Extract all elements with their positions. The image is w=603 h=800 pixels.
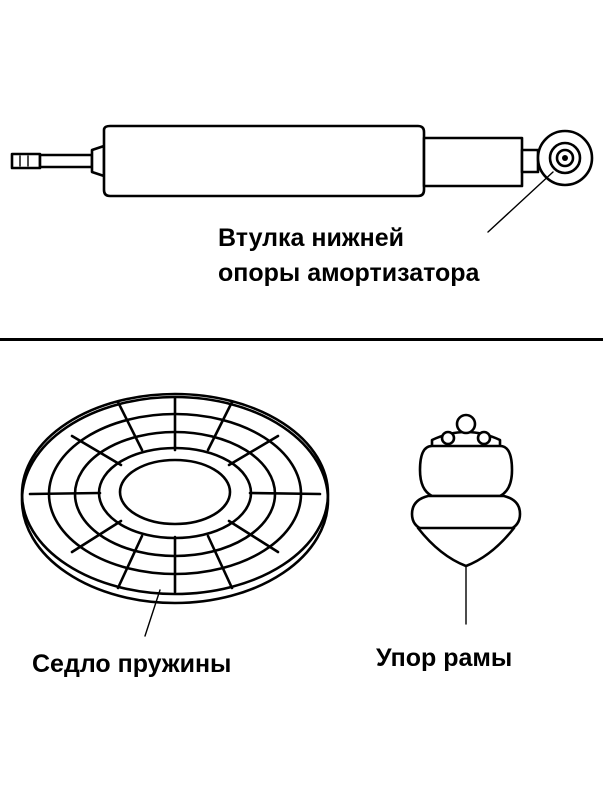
shock-absorber-illustration	[10, 124, 594, 198]
frame-stop-label: Упор рамы	[376, 644, 512, 672]
spring-seat-label: Седло пружины	[32, 650, 231, 678]
frame-stop-illustration	[410, 413, 522, 568]
bushing-leader-line	[487, 171, 554, 233]
bushing-label-line2: опоры амортизатора	[218, 259, 481, 287]
spring-seat-illustration	[20, 392, 330, 605]
bushing-label-line1: Втулка нижней	[218, 224, 404, 252]
section-divider	[0, 338, 603, 341]
spring-seat-leader-line	[144, 589, 161, 637]
